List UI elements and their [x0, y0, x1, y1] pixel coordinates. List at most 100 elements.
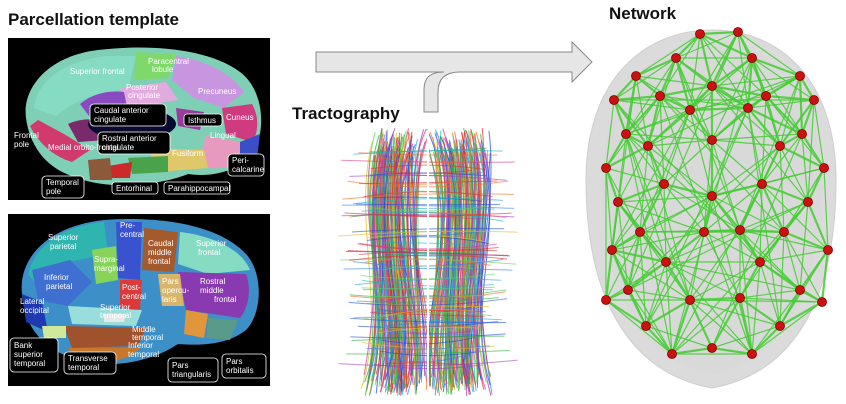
fiber-tract — [456, 138, 459, 380]
network-edge — [704, 140, 712, 232]
network-edge — [606, 96, 660, 168]
fiber-tract — [399, 139, 416, 393]
network-edge — [712, 140, 762, 184]
fiber-tract — [380, 154, 391, 392]
network-edge — [752, 58, 800, 76]
fiber-tract — [414, 129, 425, 376]
network-edge — [660, 96, 690, 110]
label-paracentral-2: lobule — [152, 65, 174, 74]
network-node — [632, 72, 641, 81]
network-edge — [740, 230, 752, 354]
fiber-tract — [386, 131, 405, 378]
network-edge — [628, 290, 646, 326]
fiber-tract — [470, 157, 479, 375]
label-superior-temporal-2: temporal — [100, 311, 131, 320]
network-node — [700, 228, 709, 237]
fiber-tract — [384, 150, 389, 392]
fiber-tract — [383, 266, 474, 270]
label-inferior-parietal-2: parietal — [46, 282, 72, 291]
fiber-tract — [374, 129, 382, 376]
fiber-tract — [437, 157, 454, 395]
fiber-tract — [377, 326, 478, 331]
fiber-tract — [410, 143, 419, 384]
fiber-tract — [376, 141, 385, 374]
fiber-tract — [391, 143, 405, 387]
network-edge — [612, 76, 636, 250]
network-edge — [618, 184, 664, 202]
fiber-tract — [380, 138, 389, 392]
fiber-tract — [361, 274, 495, 279]
fiber-tract — [428, 147, 446, 380]
network-node — [656, 92, 665, 101]
fiber-tract — [374, 149, 387, 383]
fiber-tract — [460, 150, 472, 392]
fiber-tract — [448, 151, 453, 392]
fiber-tract — [461, 130, 470, 378]
fiber-tract — [403, 152, 413, 391]
network-edge — [700, 34, 712, 86]
network-edge — [690, 298, 740, 300]
label-rostral-anterior-cingulate-1: Rostral anterior — [102, 134, 157, 143]
label-superior-parietal-1: Superior — [48, 233, 79, 242]
fiber-tract — [374, 197, 483, 201]
network-edge — [646, 262, 666, 326]
network-edge — [614, 100, 760, 262]
network-edge — [712, 86, 780, 146]
network-edge — [614, 58, 676, 100]
fiber-tract — [342, 205, 514, 208]
network-edge — [740, 298, 822, 302]
fiber-tract — [379, 144, 388, 374]
fiber-tract — [367, 155, 376, 391]
network-edge — [712, 196, 784, 232]
network-edge — [800, 250, 828, 290]
fiber-tract — [405, 140, 417, 393]
network-edge — [660, 34, 700, 96]
label-rostral-middle-frontal-2: middle — [200, 286, 224, 295]
fiber-tract — [449, 139, 461, 378]
fiber-tract — [361, 208, 494, 211]
fiber-tract — [464, 128, 474, 390]
fiber-tract — [376, 128, 395, 381]
network-edge — [690, 300, 752, 354]
fiber-tract — [394, 151, 397, 374]
network-edge — [762, 168, 824, 184]
fiber-tract — [448, 153, 455, 394]
network-edge — [666, 262, 800, 290]
network-edge — [784, 168, 824, 232]
region-parahippocampal — [128, 156, 168, 174]
fiber-tract — [428, 148, 439, 376]
fiber-tract — [392, 151, 406, 377]
fiber-tract — [353, 150, 502, 154]
fiber-tract — [462, 151, 480, 386]
network-edge — [628, 290, 672, 354]
fiber-tract — [396, 148, 419, 376]
fiber-tract — [378, 327, 478, 332]
label-pars-triangularis-2: triangularis — [172, 370, 211, 379]
network-edge — [612, 232, 704, 250]
fiber-tract — [458, 152, 464, 391]
network-edge — [606, 134, 626, 168]
fiber-tract — [452, 151, 466, 395]
fiber-tract — [350, 318, 506, 322]
network-node — [608, 246, 617, 255]
fiber-tract — [440, 140, 453, 389]
fiber-tract — [387, 149, 402, 385]
fiber-tract — [359, 181, 497, 184]
network-edge — [808, 100, 814, 202]
network-edge — [640, 184, 664, 232]
fiber-tract — [431, 150, 453, 378]
network-edge — [800, 290, 822, 302]
network-edge — [760, 262, 780, 326]
fiber-tract — [365, 155, 375, 396]
fiber-tract — [380, 157, 398, 395]
network-edge — [802, 134, 808, 202]
fiber-tract — [373, 151, 389, 377]
fiber-tract — [435, 150, 447, 377]
network-edge — [712, 58, 752, 86]
fiber-tract — [452, 135, 458, 390]
label-temporal-pole-1: Temporal — [46, 178, 79, 187]
network-edge — [606, 300, 672, 354]
network-edge — [636, 76, 648, 146]
network-node — [602, 296, 611, 305]
network-edge — [640, 110, 690, 232]
